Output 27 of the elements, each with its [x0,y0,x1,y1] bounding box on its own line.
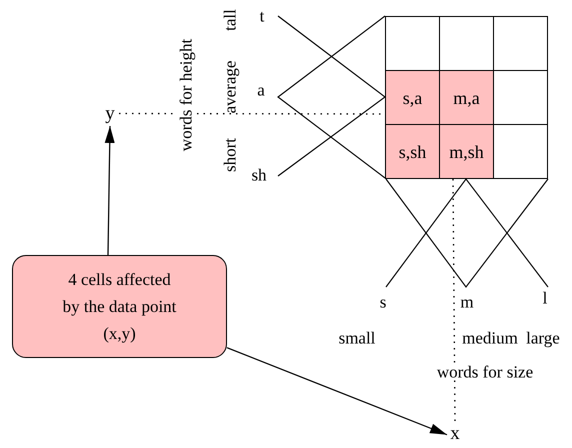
term-label: small [338,330,376,346]
arrow [226,347,448,436]
term-label: m [459,294,475,310]
term-label: sh [250,166,268,184]
grid-cell [493,124,548,179]
axis-variable: x [447,421,463,446]
term-label: words for height [178,38,194,152]
grid-cell: s,a [385,70,440,125]
term-label: a [256,82,266,98]
grid-cell: m,sh [439,124,494,179]
term-label: large [525,330,561,346]
grid-cell [493,16,548,71]
grid-cell [385,16,440,71]
term-label: tall [222,8,238,32]
term-label: s [378,294,388,310]
term-label: short [222,137,238,173]
dotted-guide-line [452,179,456,421]
term-label: medium [461,330,519,346]
grid-cell: m,a [439,70,494,125]
grid-cell: s,sh [385,124,440,179]
term-label: average [222,60,238,114]
axis-variable: y [101,101,119,126]
term-label: t [258,8,266,24]
note-box: 4 cells affected by the data point (x,y) [12,255,227,358]
term-label: l [542,290,548,306]
arrow [104,126,115,256]
term-label: words for size [436,364,534,380]
